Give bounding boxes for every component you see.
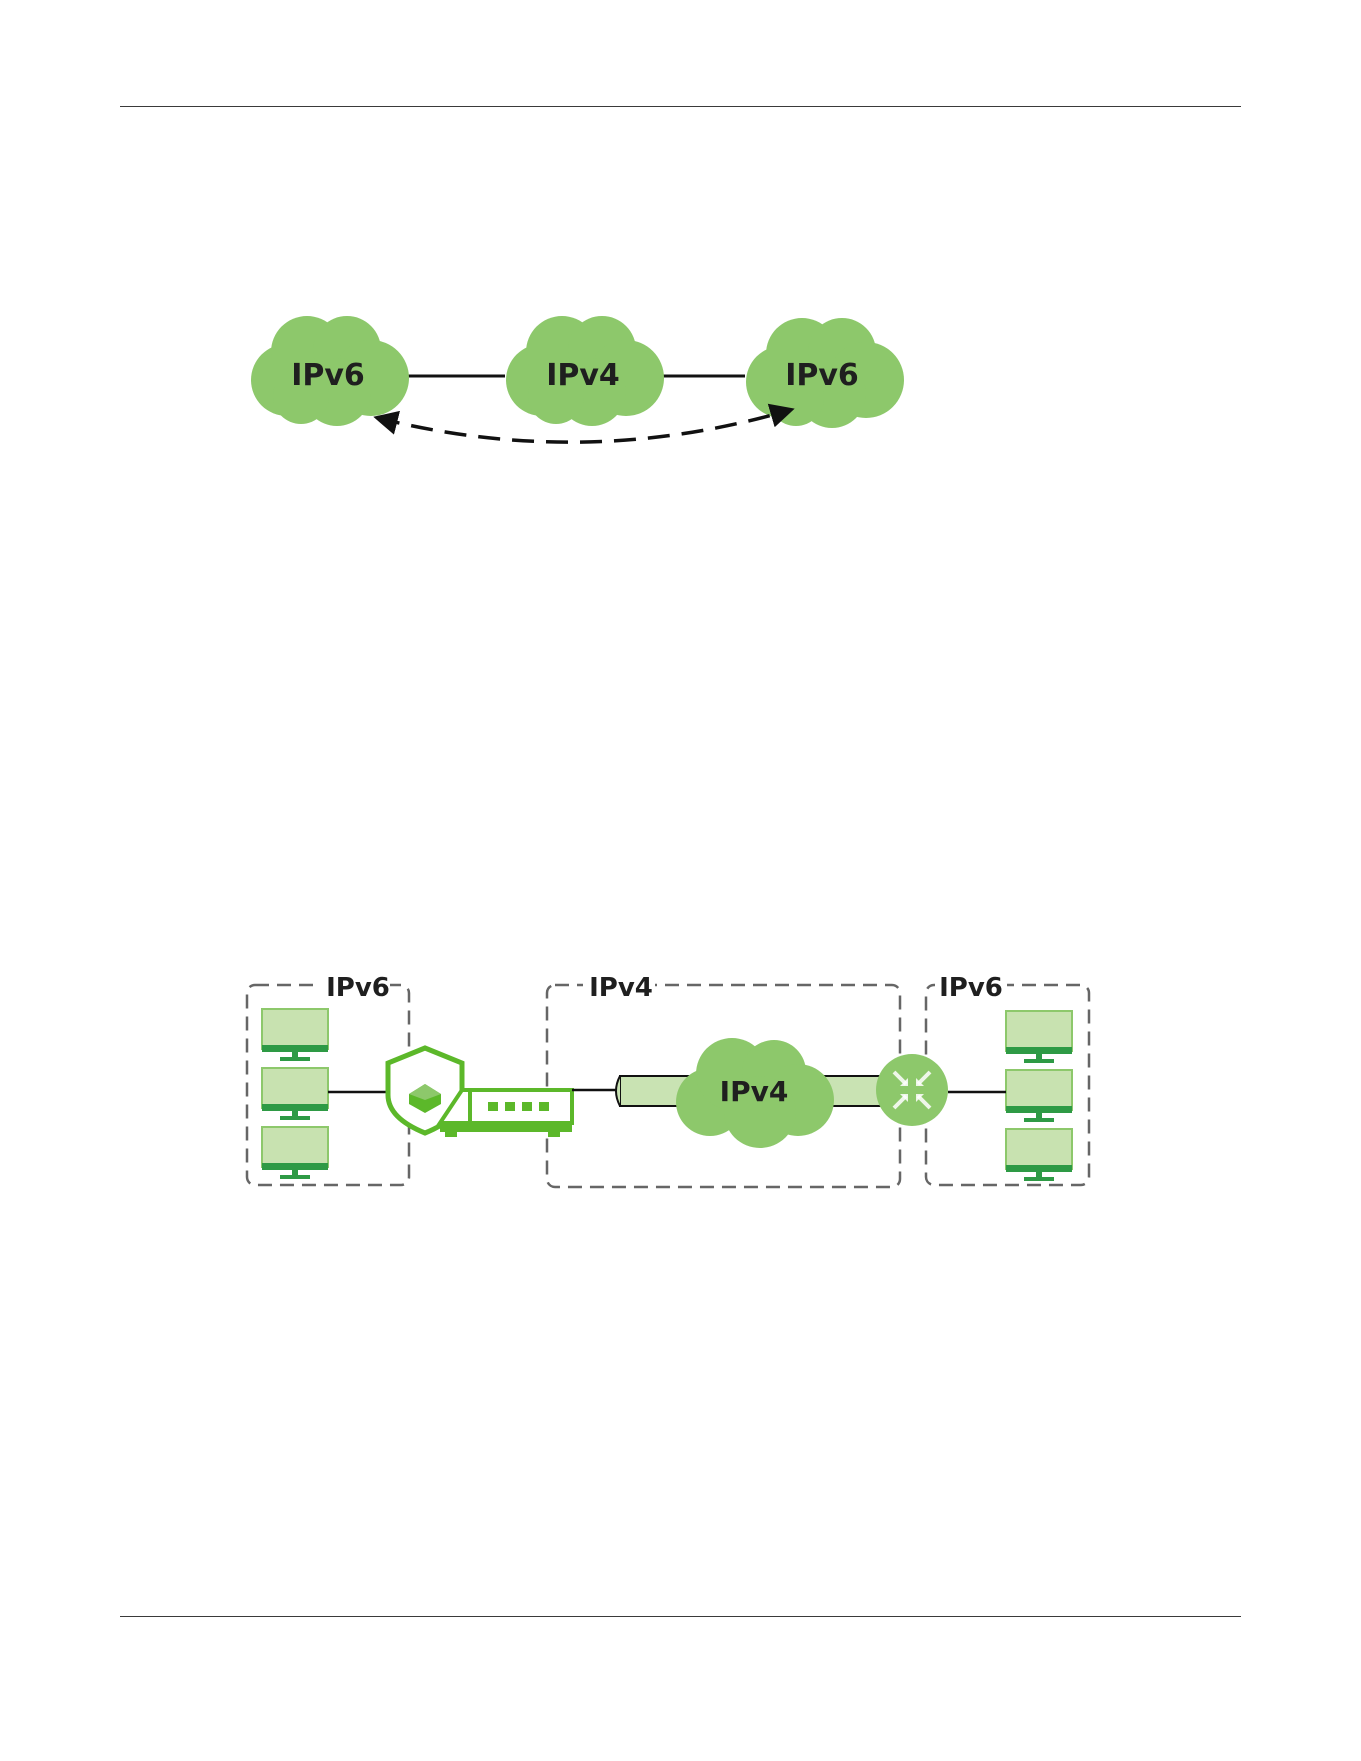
zone-label-left: IPv6	[326, 973, 390, 1003]
monitor-icon	[1006, 1011, 1072, 1063]
monitor-icon	[262, 1127, 328, 1179]
footer-rule	[120, 1616, 1241, 1617]
monitor-icon	[1006, 1070, 1072, 1122]
zone-label-right: IPv6	[939, 973, 1003, 1003]
cloud-label-left: IPv6	[291, 358, 365, 393]
cloud-label-right: IPv6	[785, 358, 859, 393]
header-rule	[120, 106, 1241, 107]
cloud-label-middle: IPv4	[546, 358, 620, 393]
diagram-ipv6-over-ipv4-clouds: IPv6 IPv4 IPv6	[0, 300, 1361, 500]
monitor-icon	[262, 1068, 328, 1120]
router-icon	[876, 1054, 948, 1126]
monitor-icon	[262, 1009, 328, 1061]
cloud-label: IPv4	[720, 1075, 789, 1108]
zone-label-middle: IPv4	[589, 973, 653, 1003]
monitor-icon	[1006, 1129, 1072, 1181]
switch-icon	[440, 1090, 572, 1137]
diagram-6to4-tunnel-network: IPv6 IPv4 IPv6 IPv4	[0, 955, 1361, 1215]
